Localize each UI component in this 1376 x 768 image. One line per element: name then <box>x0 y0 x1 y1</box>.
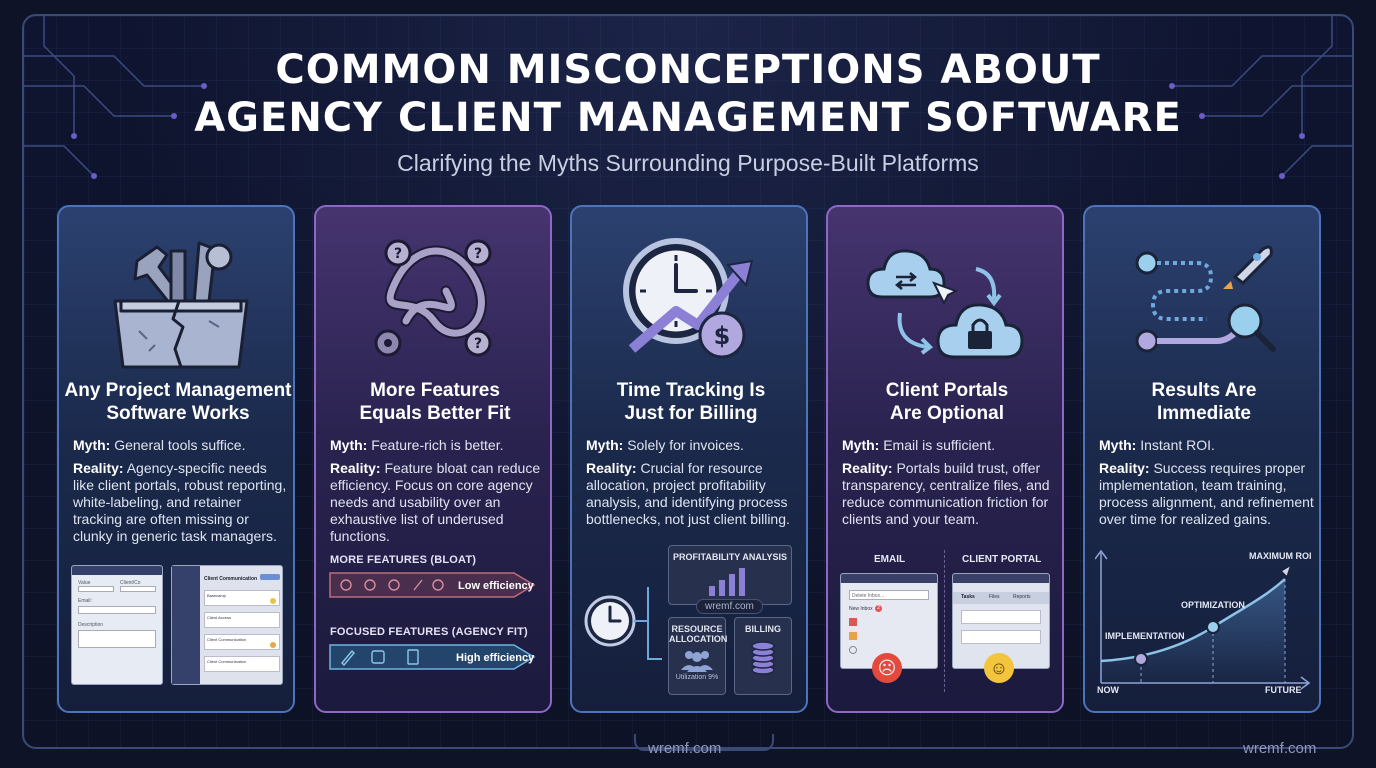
profitability-bars-icon <box>709 568 745 596</box>
clock-growth-icon: $ <box>623 238 754 359</box>
circuit-decoration-left <box>24 16 207 179</box>
card-body: Myth: Instant ROI. Reality: Success requ… <box>1099 437 1314 527</box>
title-line-2: AGENCY CLIENT MANAGEMENT SOFTWARE <box>194 95 1182 141</box>
page-subtitle: Clarifying the Myths Surrounding Purpose… <box>397 150 979 176</box>
milestone-implementation: IMPLEMENTATION <box>1105 631 1185 641</box>
bloat-arrow <box>329 572 536 598</box>
myth-text: Instant ROI. <box>1140 437 1215 453</box>
svg-text:?: ? <box>474 336 482 352</box>
roadmap-rocket-icon <box>1135 245 1276 353</box>
portal-tab-files[interactable]: Files <box>989 594 1000 600</box>
profitability-analysis-box: PROFITABILITY ANALYSIS <box>668 545 792 605</box>
card-body: Myth: Solely for invoices. Reality: Cruc… <box>586 437 790 527</box>
reality-text: Success requires proper implementation, … <box>1099 460 1314 527</box>
title-line-1: COMMON MISCONCEPTIONS ABOUT <box>275 47 1101 93</box>
focused-arrow <box>329 644 536 670</box>
stopwatch-icon <box>584 587 662 660</box>
milestone-maximum-roi: MAXIMUM ROI <box>1249 551 1312 561</box>
myth-text: Solely for invoices. <box>627 437 744 453</box>
myth-text: Email is sufficient. <box>883 437 995 453</box>
svg-text:?: ? <box>394 246 402 262</box>
broken-toolbox-icon <box>113 241 249 369</box>
footer-tab <box>634 734 774 751</box>
focused-label: FOCUSED FEATURES (AGENCY FIT) <box>330 626 528 638</box>
client-portal-label: CLIENT PORTAL <box>962 554 1042 565</box>
svg-text:?: ? <box>474 246 482 262</box>
coins-icon <box>751 641 775 675</box>
tangled-features-icon: ??? <box>374 239 492 357</box>
billing-box: BILLING <box>734 617 792 695</box>
reality-text: Crucial for resource allocation, project… <box>586 460 790 527</box>
circuit-decoration-right <box>1169 16 1352 179</box>
card-body: Myth: Feature-rich is better. Reality: F… <box>330 437 541 544</box>
footer-watermark-right: wremf.com <box>1243 740 1317 757</box>
happy-face-icon: ☺ <box>984 653 1014 683</box>
resource-allocation-box: RESOURCE ALLOCATION Utilization 9% <box>668 617 727 695</box>
page-title: COMMON MISCONCEPTIONS ABOUT AGENCY CLIEN… <box>0 46 1376 142</box>
header: COMMON MISCONCEPTIONS ABOUT AGENCY CLIEN… <box>0 46 1376 177</box>
email-label: EMAIL <box>874 554 906 565</box>
myth-text: General tools suffice. <box>114 437 246 453</box>
watermark-pill: wremf.com <box>696 599 763 614</box>
divider <box>944 550 945 692</box>
myth-text: Feature-rich is better. <box>371 437 504 453</box>
bloat-result: Low efficiency <box>458 580 534 592</box>
footer-watermark-center: wremf.com <box>648 740 722 757</box>
angry-face-icon: ☹ <box>872 653 902 683</box>
reality-text: Feature bloat can reduce efficiency. Foc… <box>330 460 541 544</box>
milestone-optimization: OPTIMIZATION <box>1181 600 1245 610</box>
card-body: Myth: Email is sufficient. Reality: Port… <box>842 437 1050 527</box>
reality-text: Agency-specific needs like client portal… <box>73 460 287 544</box>
team-icon <box>681 651 713 672</box>
form-window: Value Client/Co Email: Description <box>71 565 163 685</box>
reality-text: Portals build trust, offer transparency,… <box>842 460 1050 527</box>
roi-growth-chart <box>1095 549 1311 690</box>
cloud-security-icon <box>866 249 1024 359</box>
card-body: Myth: General tools suffice. Reality: Ag… <box>73 437 287 544</box>
svg-text:$: $ <box>714 322 731 350</box>
generic-tool-mockup: Value Client/Co Email: Description Clien… <box>59 565 293 695</box>
focused-result: High efficiency <box>456 652 535 664</box>
bloat-label: MORE FEATURES (BLOAT) <box>330 554 477 566</box>
portal-tab-reports[interactable]: Reports <box>1013 594 1031 600</box>
axis-start-label: NOW <box>1097 685 1119 695</box>
axis-end-label: FUTURE <box>1265 685 1302 695</box>
task-manager-window: Client Communication Basecamp Client Acc… <box>171 565 283 685</box>
portal-tab-tasks[interactable]: Tasks <box>961 594 975 600</box>
